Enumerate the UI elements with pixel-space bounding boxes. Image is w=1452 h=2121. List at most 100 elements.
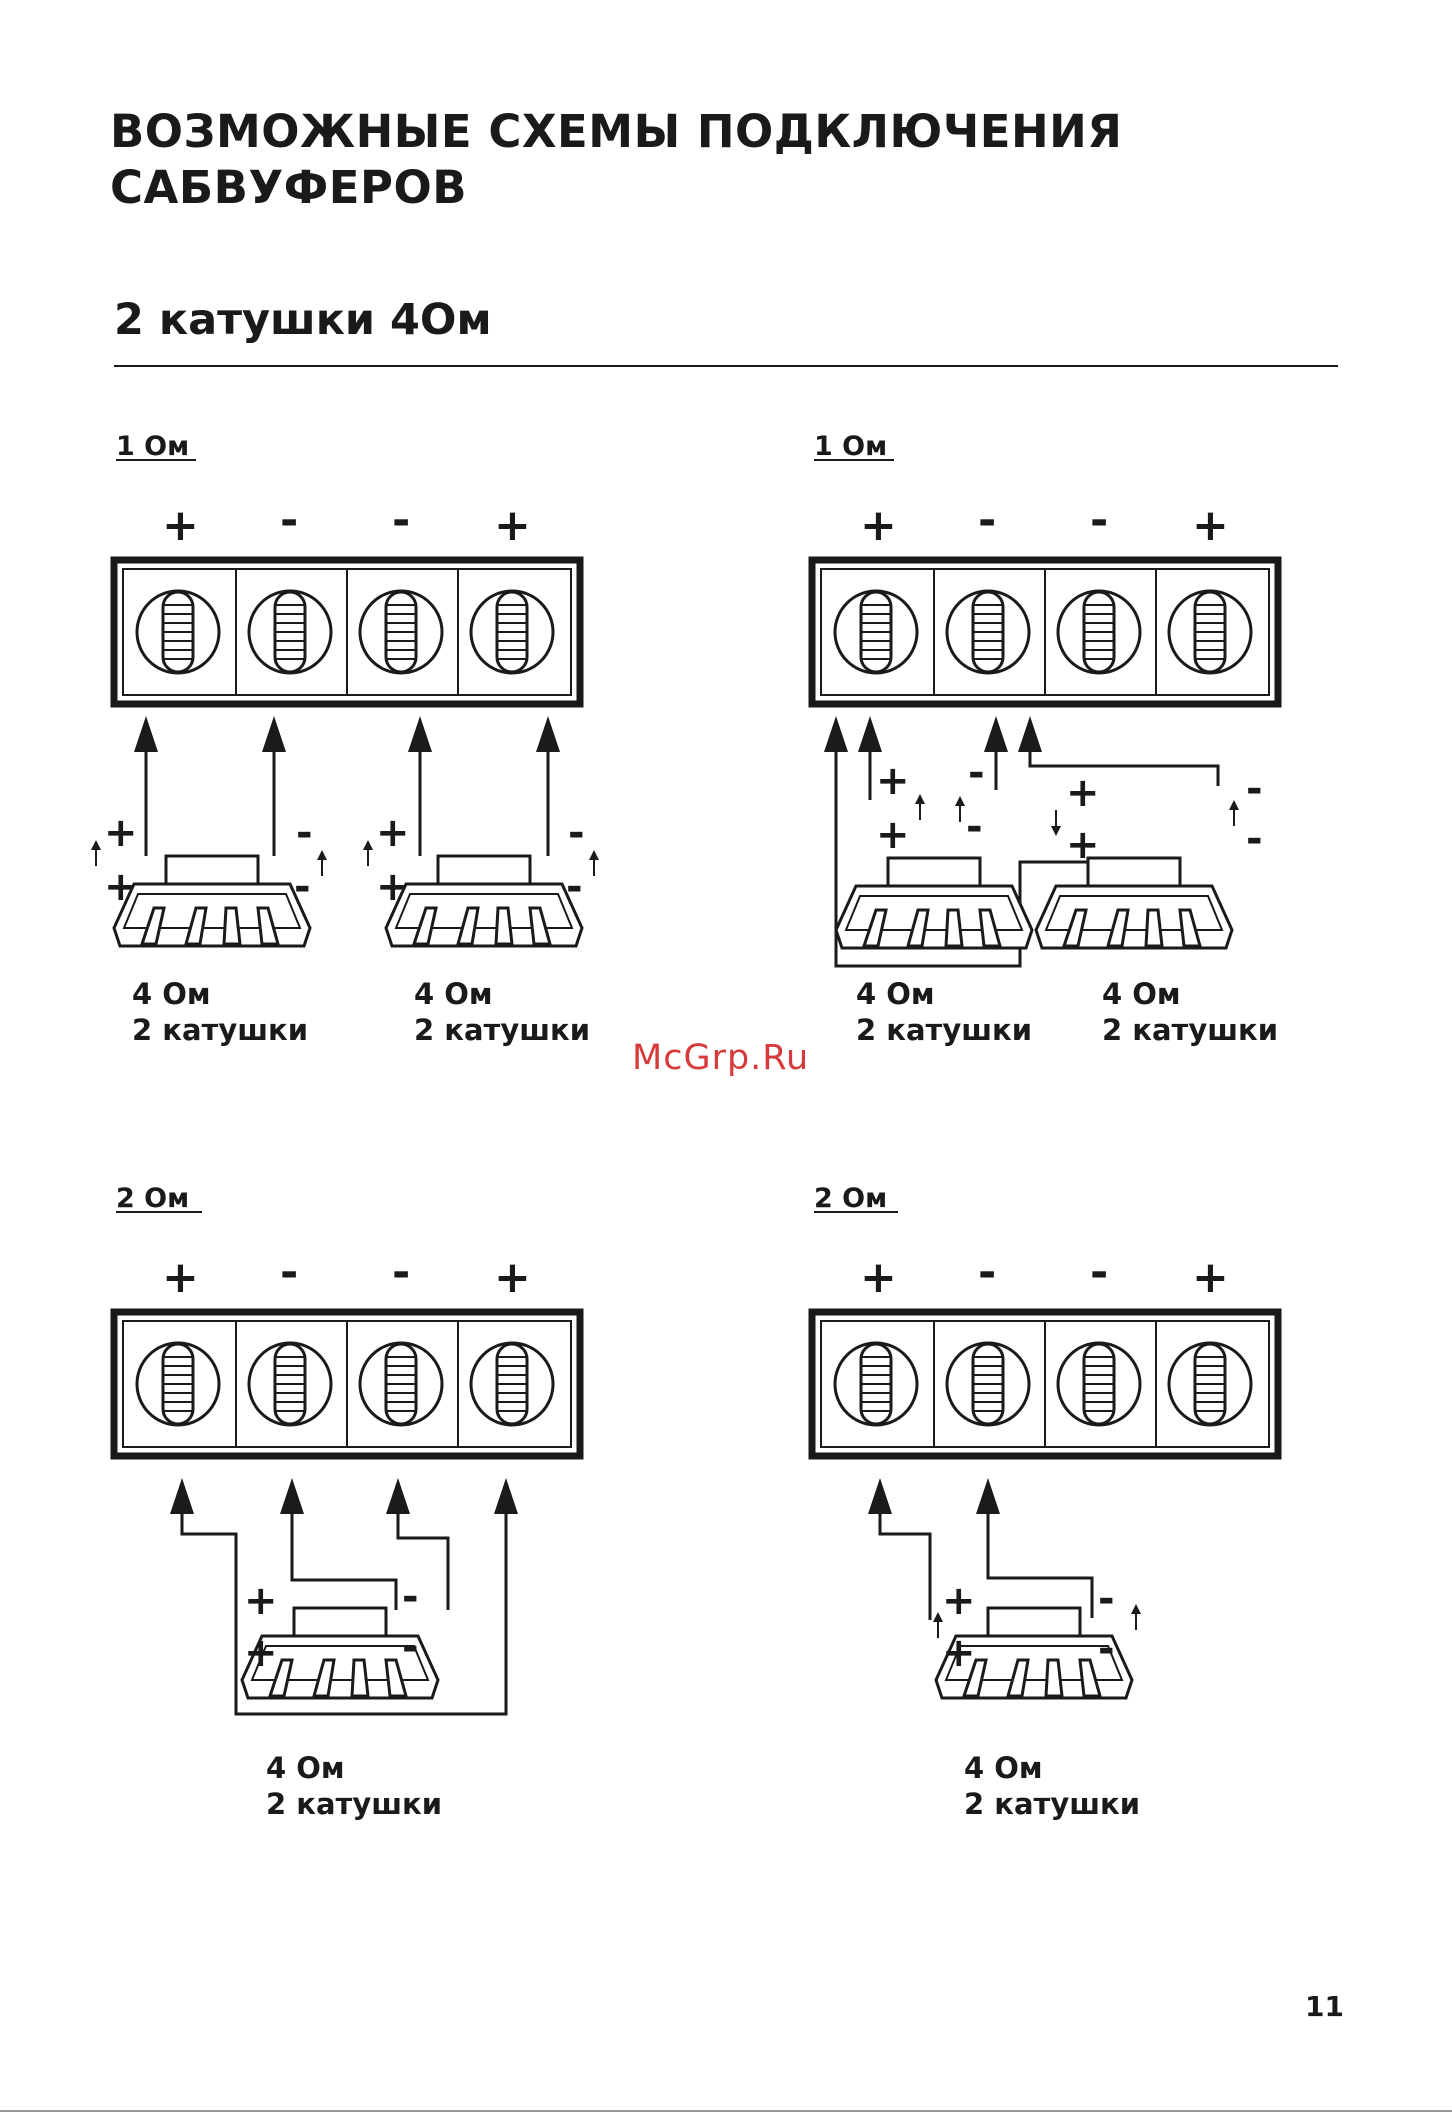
speaker-coils: 2 катушки (856, 1013, 1032, 1047)
speaker-icon (386, 856, 582, 946)
coil-polarity: - (568, 810, 585, 856)
terminal-polarity: + (162, 1252, 199, 1303)
coil-polarity: - (1098, 1626, 1115, 1672)
terminal-polarity: + (162, 500, 199, 551)
terminal-arrow (868, 1478, 892, 1514)
coil-polarity: + (876, 758, 910, 804)
terminal-arrow (824, 716, 848, 752)
speaker-coils: 2 катушки (964, 1787, 1140, 1821)
bottom-rule (0, 2110, 1452, 2112)
diagram-impedance-label: 2 Ом (116, 1183, 189, 1214)
terminal-arrow (1018, 716, 1042, 752)
polarity-arrow (317, 850, 327, 876)
terminal-polarity: + (860, 500, 897, 551)
speaker-icon (1036, 858, 1232, 948)
coil-polarity: + (104, 864, 138, 910)
speaker-coils: 2 катушки (414, 1013, 590, 1047)
coil-polarity: + (244, 1578, 278, 1624)
terminal-arrow (976, 1478, 1000, 1514)
terminal-polarity: + (494, 1252, 531, 1303)
terminal-polarity: - (392, 1247, 410, 1298)
speaker-coils: 2 катушки (266, 1787, 442, 1821)
coil-polarity: + (942, 1578, 976, 1624)
terminal-polarity: + (494, 500, 531, 551)
speaker-1: + + - - 4 Ом 2 катушки (91, 810, 327, 1047)
speaker-impedance: 4 Ом (266, 1751, 345, 1785)
coil-polarity: - (402, 1574, 419, 1620)
wiring (880, 1510, 1092, 1620)
polarity-arrow (955, 796, 965, 822)
speaker-impedance: 4 Ом (856, 977, 935, 1011)
terminal-polarity: - (280, 495, 298, 546)
terminal-polarity: + (1192, 1252, 1229, 1303)
speaker-impedance: 4 Ом (132, 977, 211, 1011)
coil-polarity: + (376, 864, 410, 910)
page-number: 11 (1305, 1990, 1344, 2023)
coil-polarity: - (1098, 1576, 1115, 1622)
coil-polarity: - (402, 1624, 419, 1670)
diagram-3: 2 Ом + - - + + + - (114, 1183, 580, 1821)
coil-polarity: + (104, 810, 138, 856)
terminal-arrow (408, 716, 432, 752)
polarity-arrow (363, 840, 373, 866)
coil-polarity: + (376, 810, 410, 856)
terminal-arrow (984, 716, 1008, 752)
coil-polarity: + (876, 812, 910, 858)
terminal-arrow (280, 1478, 304, 1514)
wiring (146, 746, 548, 856)
polarity-arrow (91, 840, 101, 866)
terminal-polarity: + (860, 1252, 897, 1303)
amplifier-terminal-block (812, 560, 1278, 704)
diagram-1: 1 Ом + - - + + + (91, 431, 599, 1047)
terminal-polarity: - (978, 1247, 996, 1298)
coil-polarity: - (296, 810, 313, 856)
diagram-impedance-label: 1 Ом (814, 431, 887, 462)
terminal-polarity: - (978, 495, 996, 546)
watermark-text: McGrp.Ru (632, 1038, 809, 1078)
polarity-arrow (1131, 1604, 1141, 1630)
amplifier-terminal-block (812, 1312, 1278, 1456)
coil-polarity: - (966, 804, 983, 850)
speaker-1: + + - - 4 Ом 2 катушки (242, 1574, 442, 1821)
speaker-coils: 2 катушки (1102, 1013, 1278, 1047)
speaker-icon (836, 858, 1032, 948)
speaker-impedance: 4 Ом (964, 1751, 1043, 1785)
speaker-1: + + - - 4 Ом 2 катушки (933, 1576, 1141, 1821)
diagram-4: 2 Ом + - - + + + - - (812, 1183, 1278, 1821)
speaker-impedance: 4 Ом (1102, 977, 1181, 1011)
polarity-arrow (589, 850, 599, 876)
polarity-arrow (1229, 800, 1239, 826)
coil-polarity: - (968, 750, 985, 796)
amplifier-terminal-block (114, 1312, 580, 1456)
speaker-2: + + - - 4 Ом 2 катушки (363, 810, 599, 1047)
terminal-arrow (536, 716, 560, 752)
coil-polarity: - (1246, 816, 1263, 862)
speaker-coils: 2 катушки (132, 1013, 308, 1047)
diagram-impedance-label: 2 Ом (814, 1183, 887, 1214)
speaker-icon (114, 856, 310, 946)
polarity-arrow (1051, 810, 1061, 836)
terminal-polarity: - (280, 1247, 298, 1298)
terminal-arrow (494, 1478, 518, 1514)
coil-polarity: + (1066, 822, 1100, 868)
coil-polarity: - (294, 864, 311, 910)
terminal-arrow (858, 716, 882, 752)
amplifier-terminal-block (114, 560, 580, 704)
terminal-polarity: - (1090, 1247, 1108, 1298)
terminal-arrow (262, 716, 286, 752)
terminal-arrow (134, 716, 158, 752)
terminal-polarity: - (1090, 495, 1108, 546)
polarity-arrow (915, 794, 925, 820)
diagram-impedance-label: 1 Ом (116, 431, 189, 462)
coil-polarity: + (942, 1630, 976, 1676)
coil-polarity: - (1246, 766, 1263, 812)
coil-polarity: + (244, 1630, 278, 1676)
terminal-polarity: - (392, 495, 410, 546)
terminal-arrow (170, 1478, 194, 1514)
speaker-impedance: 4 Ом (414, 977, 493, 1011)
coil-polarity: - (566, 864, 583, 910)
coil-polarity: + (1066, 770, 1100, 816)
speaker-2: + + - - 4 Ом 2 катушки (1036, 766, 1278, 1047)
speaker-1: + + - - 4 Ом 2 катушки (836, 750, 1032, 1047)
terminal-polarity: + (1192, 500, 1229, 551)
